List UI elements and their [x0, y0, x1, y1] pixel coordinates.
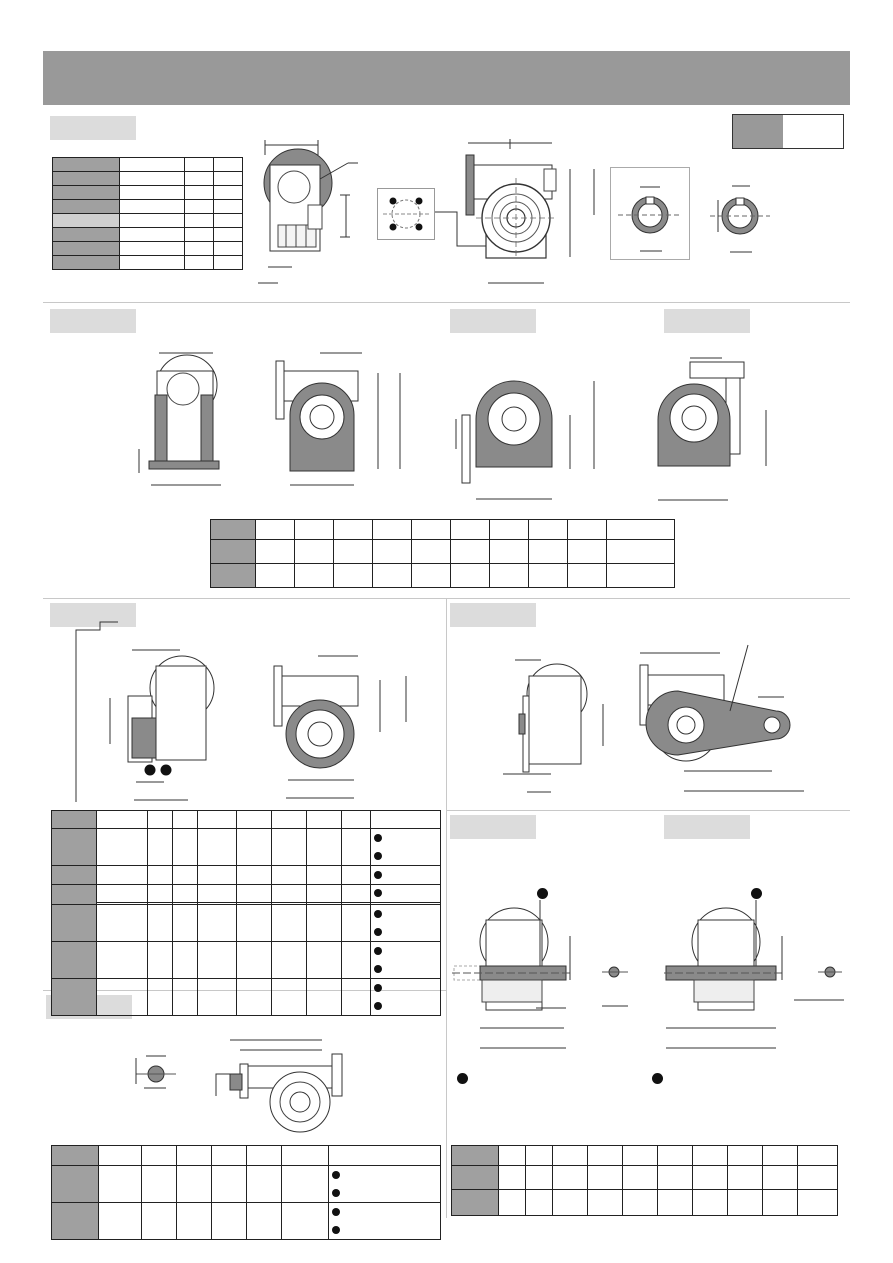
filled-circle-icon: [374, 947, 382, 955]
section-8-view: [664, 900, 844, 1049]
flange-hole-pattern: [377, 188, 435, 240]
row-2-dimension-table: [210, 519, 675, 588]
filled-circle-icon: [374, 910, 382, 918]
filled-circle-icon: [332, 1171, 340, 1179]
size-badge-shaded: [733, 115, 783, 148]
section-tag-5: [50, 603, 136, 627]
section-7-view: [452, 900, 628, 1049]
divider-vertical: [446, 598, 447, 1218]
filled-circle-icon: [332, 1226, 340, 1234]
callout-line: [435, 211, 493, 247]
section-tag-6: [450, 603, 536, 627]
filled-circle-icon: [332, 1189, 340, 1197]
size-badge-blank: [783, 115, 843, 148]
page-header-banner: [43, 51, 850, 105]
filled-circle-icon: [332, 1208, 340, 1216]
section-tag-3: [450, 309, 536, 333]
section-4-front-view: [657, 357, 767, 501]
section-9-shaft-end: [135, 1055, 176, 1089]
filled-circle-icon: [374, 852, 382, 860]
hollow-shaft-keyway: [610, 167, 690, 260]
section-9-front-view: [215, 1039, 343, 1133]
section-5-side-view: [75, 621, 215, 802]
section-1-front-view: [465, 139, 595, 284]
divider-row-1: [43, 302, 850, 303]
divider-right-mid: [446, 810, 850, 811]
filled-circle-icon: [537, 888, 548, 899]
section-7-8-table: [451, 1145, 838, 1216]
section-1-table: [52, 157, 243, 270]
section-tag-8: [664, 815, 750, 839]
filled-circle-icon: [374, 965, 382, 973]
filled-circle-icon: [457, 1073, 468, 1084]
filled-circle-icon: [374, 871, 382, 879]
section-5-front-view: [273, 655, 407, 799]
section-2-side-view: [138, 352, 221, 486]
section-tag-2: [50, 309, 136, 333]
filled-circle-icon: [652, 1073, 663, 1084]
section-6-front-view: [639, 644, 804, 792]
section-tag-1: [50, 116, 136, 140]
section-9-table: [51, 1145, 441, 1240]
solid-shaft-keyway: [710, 185, 770, 253]
filled-circle-icon: [374, 928, 382, 936]
section-5-table-b: [51, 884, 441, 1016]
filled-circle-icon: [374, 834, 382, 842]
size-badge: [732, 114, 844, 149]
filled-circle-icon: [374, 1002, 382, 1010]
section-tag-7: [450, 815, 536, 839]
section-3-front-view: [455, 380, 595, 500]
section-6-side-view: [503, 659, 604, 793]
section-1-side-view: [258, 140, 358, 284]
filled-circle-icon: [751, 888, 762, 899]
section-tag-4: [664, 309, 750, 333]
section-2-front-view: [275, 352, 401, 486]
filled-circle-icon: [374, 984, 382, 992]
